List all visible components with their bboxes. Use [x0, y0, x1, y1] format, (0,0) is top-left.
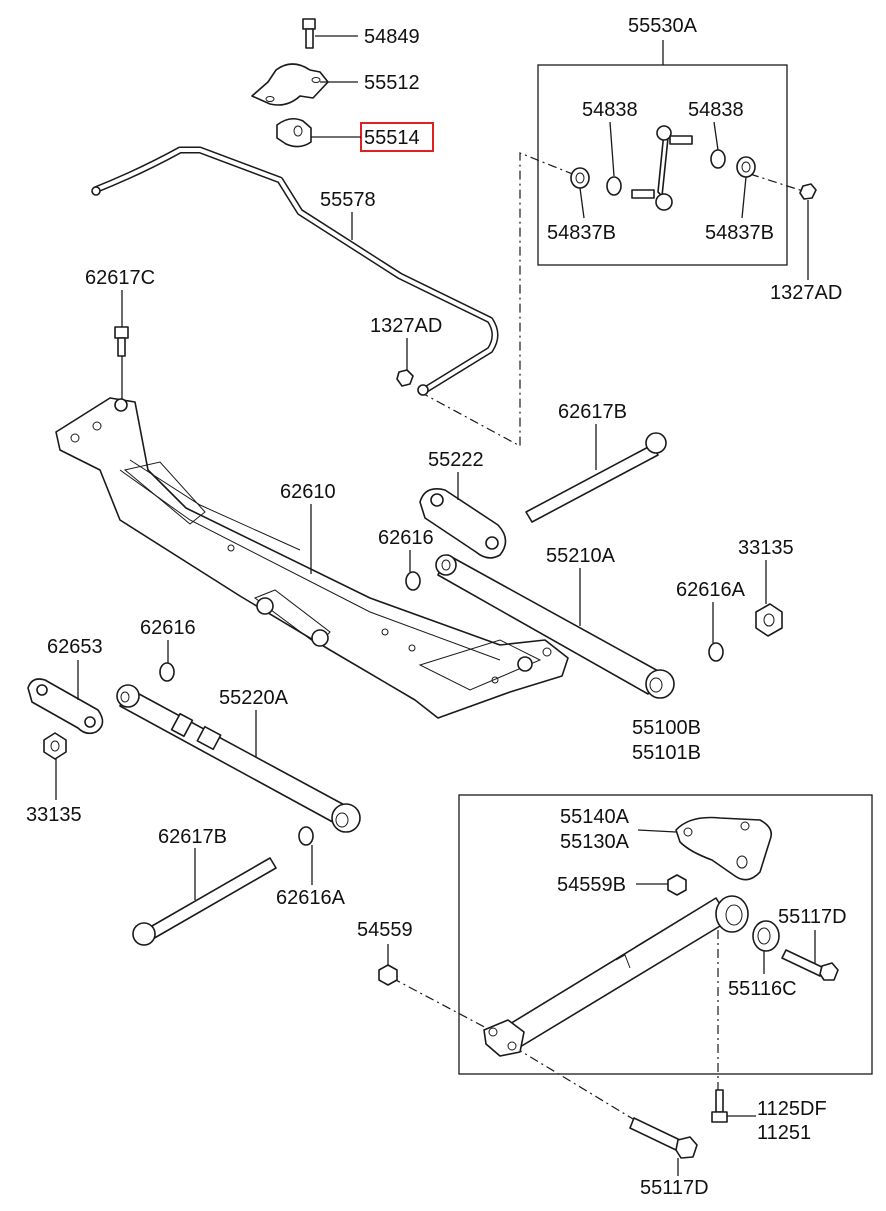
link-dashed-line — [419, 152, 576, 448]
bushing-55116C — [752, 920, 780, 952]
label-55130A: 55130A — [560, 831, 630, 853]
nut-54559 — [378, 964, 398, 986]
nut-54559B — [667, 874, 687, 896]
leader-lines — [55, 35, 816, 1176]
label-55512: 55512 — [364, 72, 420, 94]
label-1327AD-left: 1327AD — [370, 315, 442, 337]
bracket-55512 — [251, 63, 329, 106]
label-1327AD-right: 1327AD — [770, 282, 842, 304]
label-55117D-right: 55117D — [778, 906, 847, 928]
nut-1327AD-right — [799, 183, 817, 200]
nut-1327AD-left — [396, 369, 414, 387]
bushing-54837B-right — [736, 156, 756, 178]
label-55100B: 55100B — [632, 717, 701, 739]
label-62616-lower: 62616 — [140, 617, 196, 639]
label-55222: 55222 — [428, 449, 484, 471]
nut-33135-lower — [43, 732, 67, 760]
label-1125DF: 1125DF — [757, 1098, 827, 1120]
washer-54838-left — [606, 176, 622, 196]
washer-54838-right — [710, 149, 726, 169]
label-62616-upper: 62616 — [378, 527, 434, 549]
label-54849: 54849 — [364, 26, 420, 48]
label-62617B-lower: 62617B — [158, 826, 227, 848]
label-55117D-bottom: 55117D — [640, 1177, 709, 1199]
arm-dashed-line-2 — [513, 1046, 649, 1129]
bolt-55117D-bottom — [629, 1117, 698, 1159]
label-62617B-upper: 62617B — [558, 401, 627, 423]
label-55210A: 55210A — [546, 545, 616, 567]
plate-62653 — [27, 678, 104, 735]
crossmember-62610 — [55, 397, 569, 719]
bracket-55140A — [675, 816, 773, 881]
label-54838-left: 54838 — [582, 99, 638, 121]
arm-55220A — [116, 684, 361, 833]
label-55514: 55514 — [364, 127, 420, 149]
washer-62616A-lower — [298, 826, 314, 846]
label-62610: 62610 — [280, 481, 336, 503]
arm-dashed-line-1 — [391, 977, 493, 1032]
label-11251: 11251 — [757, 1122, 811, 1144]
bushing-54837B-left — [570, 167, 590, 189]
label-54838-right: 54838 — [688, 99, 744, 121]
bolt-62617B-upper — [525, 432, 667, 523]
label-55116C: 55116C — [728, 978, 797, 1000]
nut-dashed-line — [749, 173, 807, 193]
label-55578: 55578 — [320, 189, 376, 211]
bolt-62617C — [114, 326, 129, 357]
label-54837B-left: 54837B — [547, 222, 616, 244]
rear-arm-assembly-box — [458, 794, 873, 1075]
arm-55210A — [435, 554, 675, 699]
stabilizer-bar-55578 — [91, 146, 499, 396]
washer-62616A-upper — [708, 642, 724, 662]
label-62653: 62653 — [47, 636, 103, 658]
label-54837B-right: 54837B — [705, 222, 774, 244]
washer-62616-lower — [159, 662, 175, 682]
label-33135-upper: 33135 — [738, 537, 794, 559]
plate-55222 — [419, 488, 507, 559]
rear-arm-55100B — [483, 895, 749, 1057]
label-62616A-upper: 62616A — [676, 579, 746, 601]
label-33135-lower: 33135 — [26, 804, 82, 826]
bolt-55117D-right — [781, 949, 839, 981]
bolt-1125DF — [711, 1089, 728, 1123]
label-55530A: 55530A — [628, 15, 698, 37]
label-54559B: 54559B — [557, 874, 626, 896]
bolt-54849 — [302, 18, 316, 49]
label-54559: 54559 — [357, 919, 413, 941]
label-55140A: 55140A — [560, 806, 630, 828]
washer-62616-upper — [405, 571, 421, 591]
label-62616A-lower: 62616A — [276, 887, 346, 909]
bolt-62617B-lower — [132, 857, 277, 946]
stabilizer-link-55530A — [631, 125, 693, 211]
label-62617C: 62617C — [85, 267, 155, 289]
nut-33135-upper — [755, 603, 783, 637]
label-55101B: 55101B — [632, 742, 701, 764]
bushing-55514 — [276, 117, 312, 148]
label-55220A: 55220A — [219, 687, 289, 709]
